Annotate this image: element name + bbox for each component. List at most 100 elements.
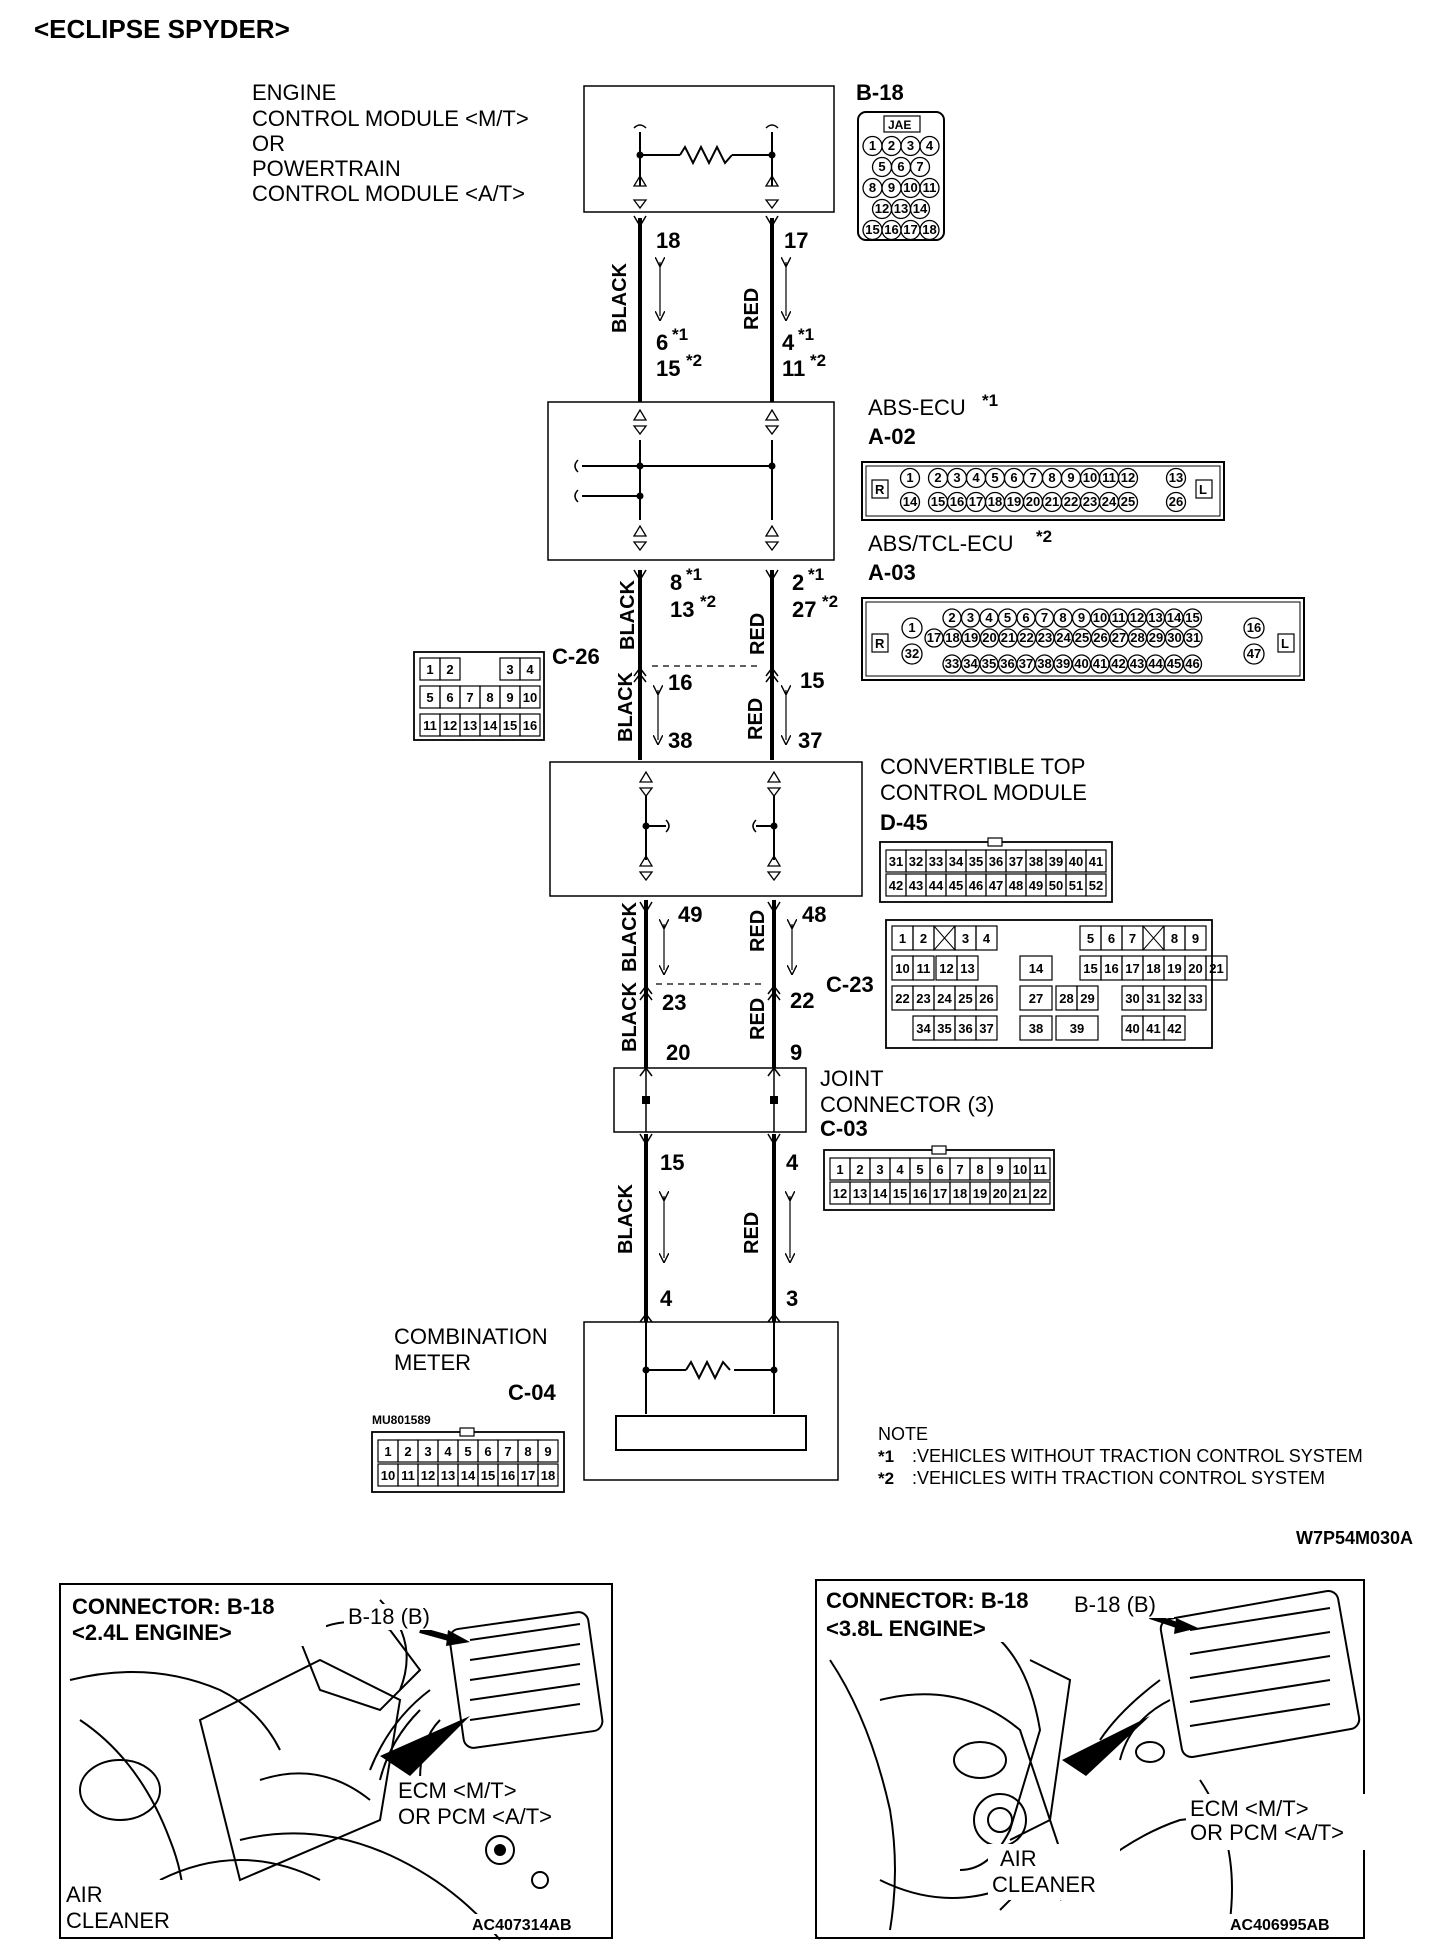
- a03-pin: 1: [908, 620, 915, 635]
- b18-pin: 1: [869, 138, 876, 153]
- photo-panel-2-4l: CONNECTOR: B-18 <2.4L ENGINE> B-18 (B) E…: [59, 1583, 613, 1941]
- c04-pin: 13: [441, 1468, 455, 1483]
- a02-pin-circle: [899, 491, 921, 513]
- pin-joint-in-black: 20: [666, 1040, 690, 1065]
- star-2b: *2: [810, 351, 826, 370]
- c03-pin: 20: [993, 1186, 1007, 1201]
- c23-pin: 26: [979, 991, 993, 1006]
- a03-l-label: L: [1281, 636, 1289, 651]
- pin-joint-in-red: 9: [790, 1040, 802, 1065]
- a03-pin: 37: [1019, 656, 1033, 671]
- d45-pin: 33: [929, 854, 943, 869]
- wire-label-red-4: RED: [747, 910, 769, 952]
- a03-pin: 15: [1185, 610, 1199, 625]
- a03-pin: 23: [1038, 630, 1052, 645]
- photo-panel-3-8l: CONNECTOR: B-18 <3.8L ENGINE> B-18 (B) E…: [815, 1579, 1366, 1939]
- d45-pin: 39: [1049, 854, 1063, 869]
- c23-pin-cell: [1184, 985, 1207, 1011]
- c04-pin: 6: [484, 1444, 491, 1459]
- c23-pin: 29: [1080, 991, 1094, 1006]
- note-title: NOTE: [878, 1424, 928, 1444]
- c23-pin-cell: [956, 955, 979, 981]
- photo2-code: AC406995AB: [1230, 1917, 1330, 1934]
- a03-pin-circle: [1182, 608, 1203, 628]
- c04-connector-id: C-04: [508, 1380, 556, 1405]
- a03-pin: 31: [1186, 630, 1200, 645]
- ecm-box: [583, 85, 835, 213]
- a02-pin-circle: [1117, 467, 1139, 489]
- wire-label-red-5: RED: [747, 998, 769, 1040]
- a02-pin: 5: [991, 470, 998, 485]
- c26-pin: 8: [486, 690, 493, 705]
- a03-pin: 42: [1111, 656, 1125, 671]
- star-1a: *1: [672, 325, 688, 344]
- a03-pin: 43: [1130, 656, 1144, 671]
- c23-pin: 20: [1188, 961, 1202, 976]
- abs-ecu-star: *1: [982, 391, 998, 410]
- a03-pin: 36: [1000, 656, 1014, 671]
- a03-pin: 20: [982, 630, 996, 645]
- a03-pin: 4: [985, 610, 993, 625]
- photo2-callout: B-18 (B): [1074, 1592, 1156, 1617]
- pin-conv-in-red: 37: [798, 728, 822, 753]
- joint-connector-module: JOINT CONNECTOR (3) C-03: [613, 1066, 994, 1141]
- c26-pin: 3: [506, 662, 513, 677]
- c23-pin: 19: [1167, 961, 1181, 976]
- joint-box: [613, 1067, 807, 1133]
- c03-pin: 7: [956, 1162, 963, 1177]
- b18-pin: 8: [869, 180, 876, 195]
- b18-pin: 2: [888, 138, 895, 153]
- c23-pin: 42: [1167, 1021, 1181, 1036]
- a02-pin: 23: [1083, 494, 1097, 509]
- c03-pin: 17: [933, 1186, 947, 1201]
- photo1-ecm-line2: OR PCM <A/T>: [398, 1804, 552, 1829]
- b18-pin-circle: [919, 177, 940, 199]
- a03-pin: 5: [1004, 610, 1011, 625]
- a02-pin: 3: [953, 470, 960, 485]
- c23-pin: 5: [1087, 931, 1094, 946]
- photo2-engine: <3.8L ENGINE>: [826, 1616, 986, 1641]
- meter-gauge: [615, 1415, 807, 1451]
- c23-pin: 8: [1171, 931, 1178, 946]
- d45-pin: 34: [949, 854, 964, 869]
- c23-pin-cell: [975, 925, 998, 951]
- c23-pin: 14: [1029, 961, 1044, 976]
- pin-joint-out-red: 4: [786, 1150, 799, 1175]
- wire-label-black-6: BLACK: [615, 1183, 637, 1254]
- ecm-label-line2: CONTROL MODULE <M/T>: [252, 106, 529, 131]
- a03-pin: 30: [1167, 630, 1181, 645]
- d45-pin: 41: [1089, 854, 1103, 869]
- c04-pin-cell: [537, 1439, 559, 1463]
- d45-connector-id: D-45: [880, 810, 928, 835]
- c23-pin: 11: [917, 961, 931, 976]
- c04-pin: 4: [444, 1444, 452, 1459]
- a03-pin: 35: [982, 656, 996, 671]
- pin-meter-black: 4: [660, 1286, 673, 1311]
- photo1-callout: B-18 (B): [348, 1604, 430, 1629]
- d45-pin: 42: [889, 878, 903, 893]
- a02-pin: 25: [1121, 494, 1135, 509]
- c03-connector-id: C-03: [820, 1116, 868, 1141]
- c23-pin: 39: [1070, 1021, 1084, 1036]
- c26-pin: 14: [483, 718, 498, 733]
- c26-pin: 2: [446, 662, 453, 677]
- note-text-1: :VEHICLES WITHOUT TRACTION CONTROL SYSTE…: [912, 1446, 1363, 1466]
- c23-pin: 25: [958, 991, 972, 1006]
- a02-pin: 22: [1064, 494, 1078, 509]
- pin-abs-out-black-2: 13: [670, 597, 694, 622]
- b18-pin-circle: [909, 198, 931, 220]
- meter-resistor: [685, 1359, 731, 1381]
- c03-pin: 10: [1013, 1162, 1027, 1177]
- d45-pin: 37: [1009, 854, 1023, 869]
- photo1-air-line2: CLEANER: [66, 1908, 170, 1933]
- b18-jae-tag: JAE: [888, 118, 911, 132]
- c03-pin: 22: [1033, 1186, 1047, 1201]
- pin-c23-red: 22: [790, 988, 814, 1013]
- pin-abs-in-black-1: 6: [656, 330, 668, 355]
- star-1d: *1: [808, 565, 824, 584]
- a02-pin: 14: [903, 494, 918, 509]
- page-title: <ECLIPSE SPYDER>: [34, 14, 290, 44]
- meter-box: [583, 1321, 839, 1481]
- wire-label-red-2: RED: [747, 613, 769, 655]
